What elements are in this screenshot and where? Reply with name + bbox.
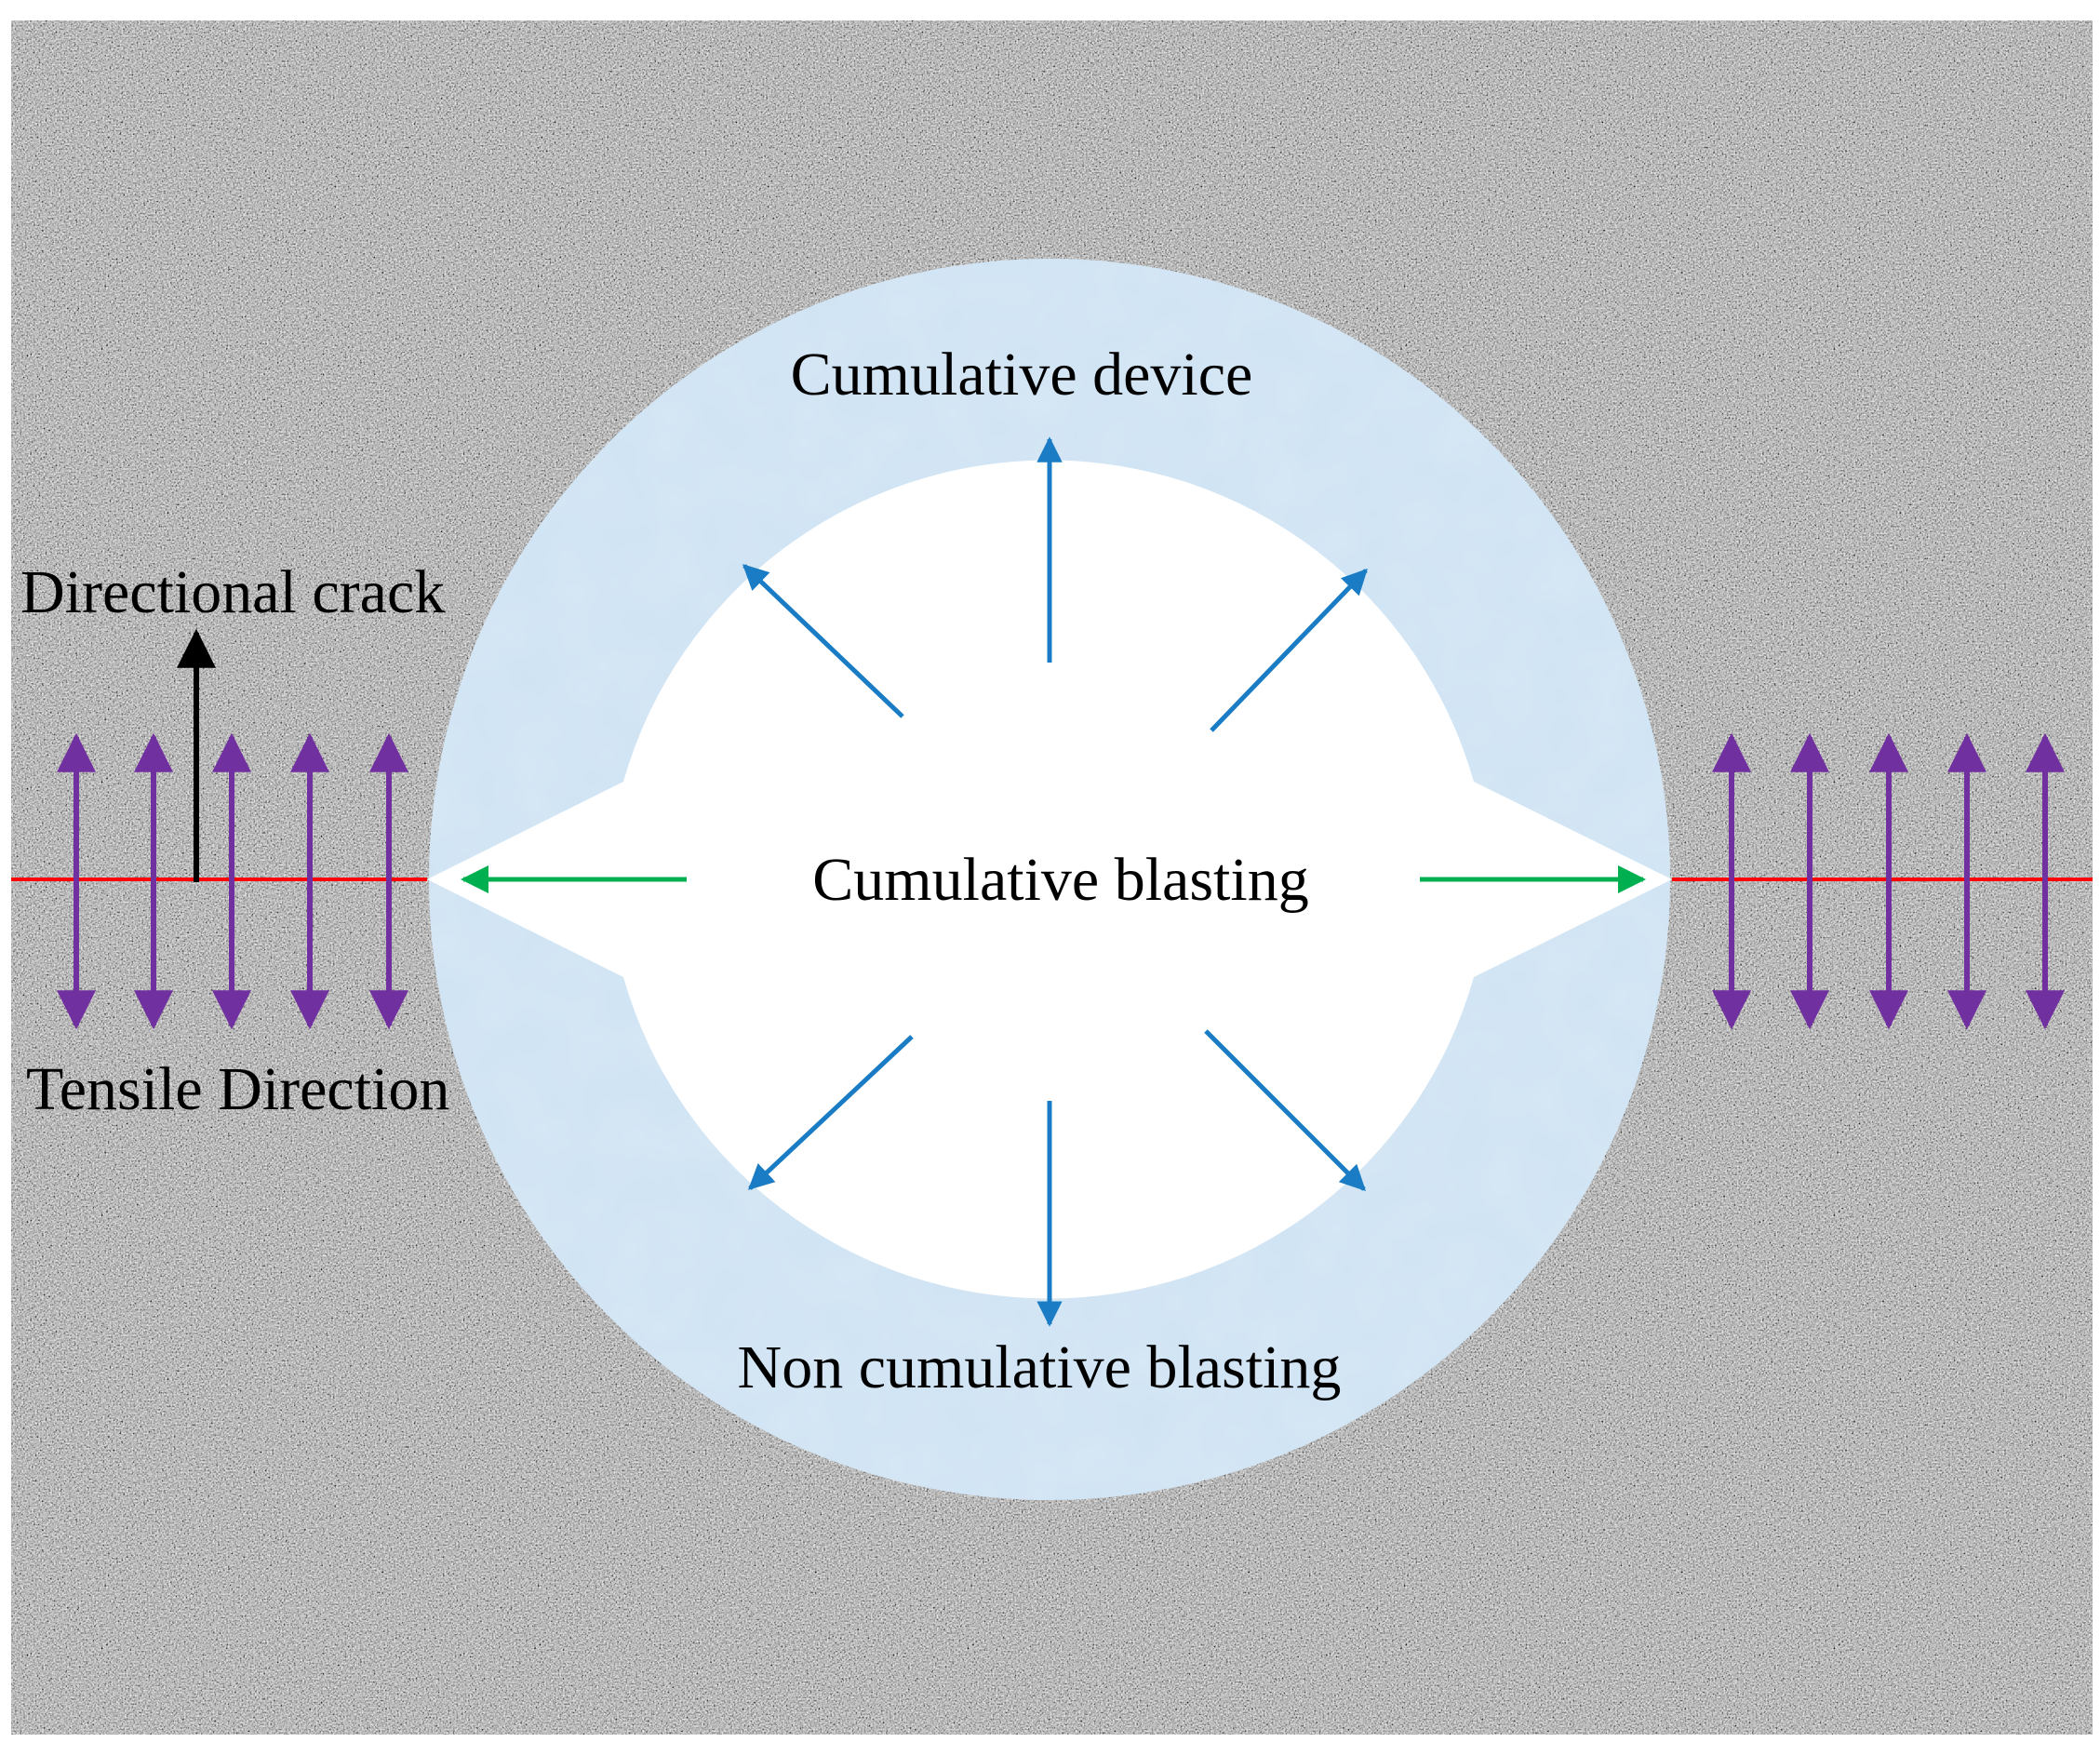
arrow-icon xyxy=(742,564,904,718)
arrow-icon xyxy=(747,1035,914,1190)
label-cumulative-blasting: Cumulative blasting xyxy=(812,846,1308,914)
arrow-icon xyxy=(1210,569,1368,732)
label-non-cumulative-blasting: Non cumulative blasting xyxy=(738,1333,1342,1401)
tensile-arrows-left xyxy=(57,732,408,1030)
arrow-icon xyxy=(1204,1029,1366,1191)
blast-cavity xyxy=(427,460,1672,1299)
tensile-arrows-right xyxy=(1712,732,2065,1030)
label-tensile-direction: Tensile Direction xyxy=(26,1055,449,1123)
non-cumulative-arrows xyxy=(742,436,1368,1327)
label-cumulative-device: Cumulative device xyxy=(791,341,1253,409)
label-directional-crack: Directional crack xyxy=(20,558,445,626)
